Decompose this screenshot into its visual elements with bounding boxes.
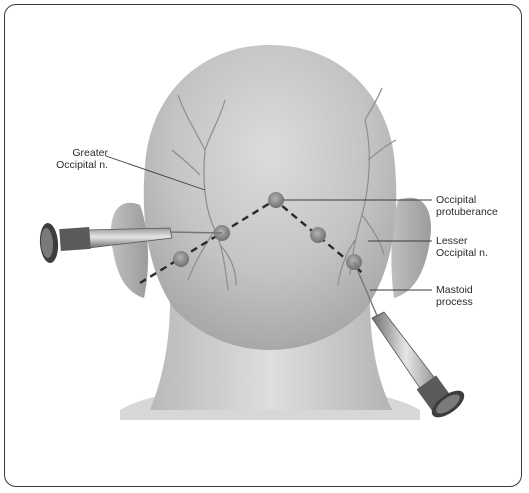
label-greater-occipital-line1: Greater (20, 147, 108, 159)
label-lesser-occipital-line1: Lesser (436, 235, 488, 247)
right-ear (391, 198, 431, 298)
label-mastoid-process-line1: Mastoid (436, 284, 473, 296)
injection-point-occipital-protuberance (268, 192, 284, 208)
label-occipital-protuberance: Occipital protuberance (436, 194, 498, 218)
label-greater-occipital-line2: Occipital n. (20, 159, 108, 171)
label-mastoid-process-line2: process (436, 296, 473, 308)
label-lesser-occipital: Lesser Occipital n. (436, 235, 488, 259)
label-greater-occipital: Greater Occipital n. (20, 147, 108, 171)
injection-point-lower-left (173, 251, 189, 267)
injection-point-right (310, 227, 326, 243)
label-occipital-protuberance-line1: Occipital (436, 194, 498, 206)
label-occipital-protuberance-line2: protuberance (436, 206, 498, 218)
left-ear (111, 203, 148, 298)
label-mastoid-process: Mastoid process (436, 284, 473, 308)
label-lesser-occipital-line2: Occipital n. (436, 247, 488, 259)
